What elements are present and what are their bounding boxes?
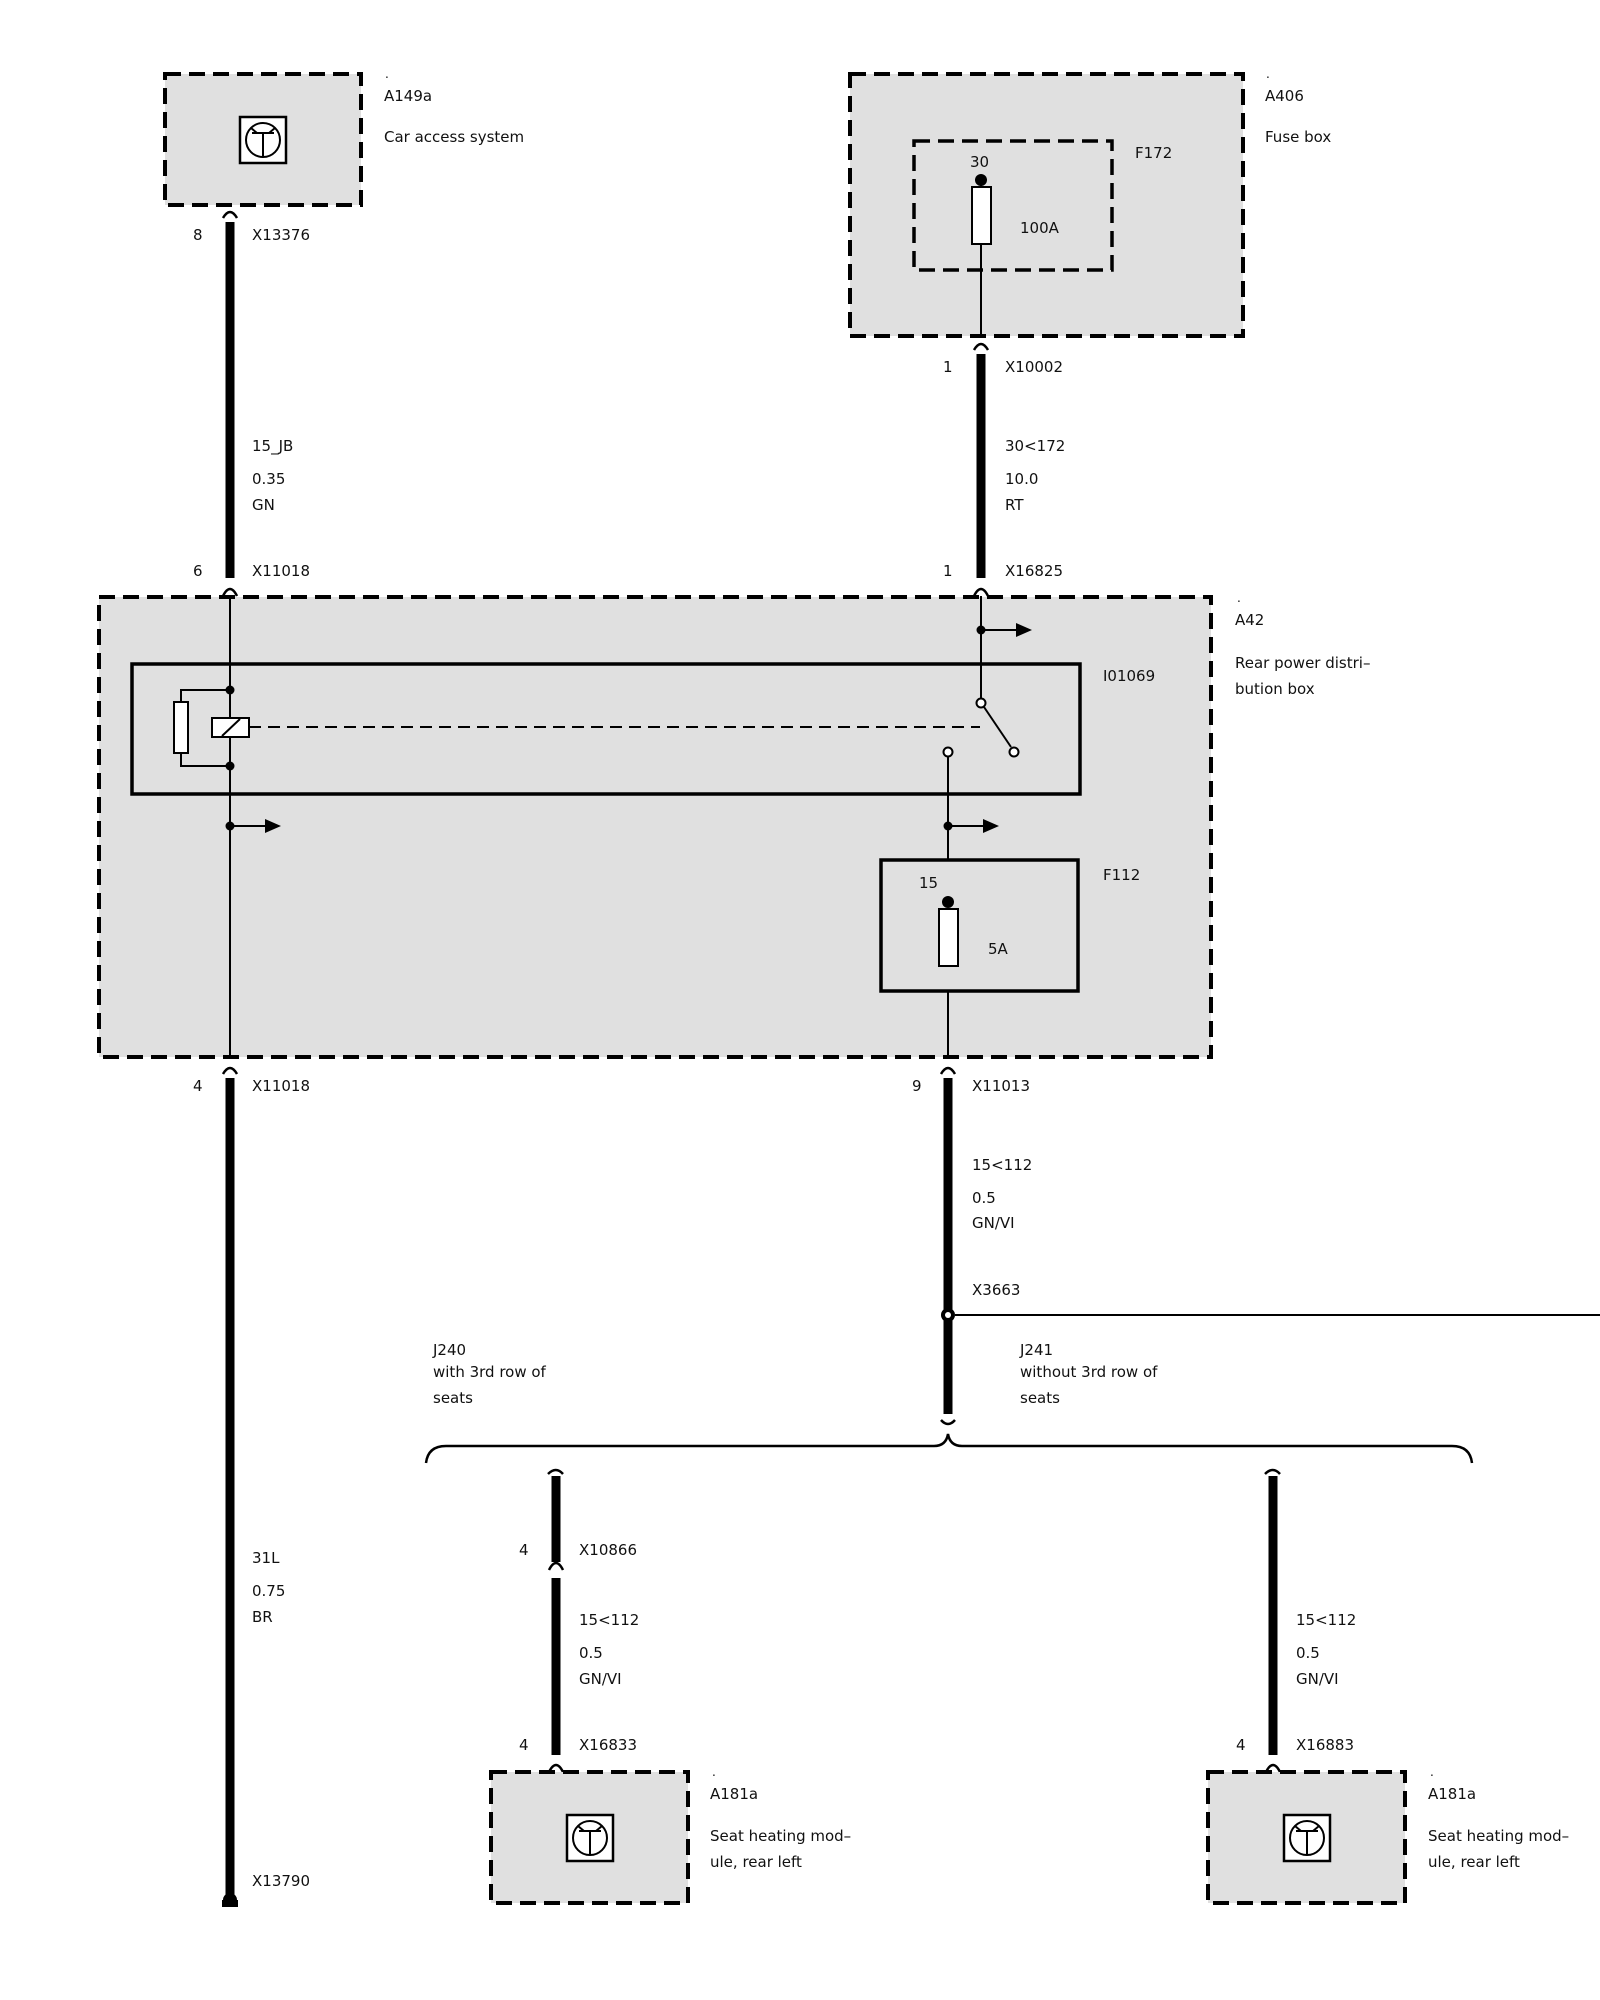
w15-112-left-color: GN/VI [579, 1670, 622, 1688]
a149a-dot: . [385, 67, 389, 81]
a42-desc-line1: Rear power distri– [1235, 654, 1370, 672]
x10002-pin: 1 [943, 358, 953, 376]
x10866-pin: 4 [519, 1541, 529, 1559]
i01069-id: I01069 [1103, 667, 1155, 685]
w15-112-right-color: GN/VI [1296, 1670, 1339, 1688]
a149a-id: A149a [384, 87, 432, 105]
w31l-signal: 31L [252, 1549, 280, 1567]
x16825-id: X16825 [1005, 562, 1063, 580]
a42-id: A42 [1235, 611, 1264, 629]
x11013-id: X11013 [972, 1077, 1030, 1095]
w15-112-right-signal: 15<112 [1296, 1611, 1356, 1629]
a42-dot: . [1237, 591, 1241, 605]
x16883-pin: 4 [1236, 1736, 1246, 1754]
a181a-left-id: A181a [710, 1785, 758, 1803]
x3663-id: X3663 [972, 1281, 1020, 1299]
w15-112-main-gauge: 0.5 [972, 1189, 996, 1207]
a149a-desc: Car access system [384, 128, 524, 146]
relay-switch-icon [942, 596, 1020, 758]
wire-15-112-left: 4 X10866 15<112 0.5 GN/VI 4 X16833 [519, 1468, 639, 1773]
wire-30-172: 1 X10002 30<172 10.0 RT 1 X16825 [943, 342, 1065, 597]
x16833-id: X16833 [579, 1736, 637, 1754]
x13376-id: X13376 [252, 226, 310, 244]
transistor-module-icon [238, 115, 288, 165]
f112-rating: 5A [988, 940, 1009, 958]
x11018-top-pin: 6 [193, 562, 203, 580]
a181a-left-desc-line2: ule, rear left [710, 1853, 802, 1871]
transistor-module-icon [1282, 1813, 1332, 1863]
component-a181a-right: . A181a Seat heating mod– ule, rear left [1206, 1765, 1569, 1905]
f112-id: F112 [1103, 866, 1140, 884]
w15jb-gauge: 0.35 [252, 470, 285, 488]
a181a-left-dot: . [712, 1765, 716, 1779]
arrow-right-icon [948, 819, 999, 833]
a42-desc-line2: bution box [1235, 680, 1315, 698]
relay-coil-icon [173, 689, 250, 767]
j241-id: J241 [1019, 1341, 1053, 1359]
w15-112-main-color: GN/VI [972, 1214, 1015, 1232]
w15-112-right-gauge: 0.5 [1296, 1644, 1320, 1662]
a181a-right-id: A181a [1428, 1785, 1476, 1803]
a181a-right-desc-line1: Seat heating mod– [1428, 1827, 1569, 1845]
a181a-left-desc-line1: Seat heating mod– [710, 1827, 851, 1845]
f172-pin: 30 [970, 153, 989, 171]
x16883-id: X16883 [1296, 1736, 1354, 1754]
j240-line1: with 3rd row of [433, 1363, 547, 1381]
x16825-pin: 1 [943, 562, 953, 580]
component-a181a-left: . A181a Seat heating mod– ule, rear left [489, 1765, 851, 1905]
x10002-id: X10002 [1005, 358, 1063, 376]
wire-31l: 4 X11018 31L 0.75 BR X13790 [193, 1066, 310, 1907]
j240-line2: seats [433, 1389, 473, 1407]
j241-line1: without 3rd row of [1020, 1363, 1158, 1381]
component-a42: I01069 [97, 591, 1370, 1059]
x10866-id: X10866 [579, 1541, 637, 1559]
w31l-gauge: 0.75 [252, 1582, 285, 1600]
arrow-right-icon [981, 623, 1032, 637]
x13376-pin: 8 [193, 226, 203, 244]
w15-112-left-gauge: 0.5 [579, 1644, 603, 1662]
wire-15-112-right: 15<112 0.5 GN/VI 4 X16883 [1236, 1468, 1356, 1773]
w30-172-signal: 30<172 [1005, 437, 1065, 455]
x11018-bottom-id: X11018 [252, 1077, 310, 1095]
transistor-module-icon [565, 1813, 615, 1863]
w15jb-color: GN [252, 496, 275, 514]
j241-line2: seats [1020, 1389, 1060, 1407]
x11013-pin: 9 [912, 1077, 922, 1095]
variant-brace: J240 with 3rd row of seats J241 without … [424, 1341, 1474, 1464]
w15jb-signal: 15_JB [252, 437, 293, 456]
w15-112-left-signal: 15<112 [579, 1611, 639, 1629]
w30-172-gauge: 10.0 [1005, 470, 1038, 488]
a406-id: A406 [1265, 87, 1304, 105]
w31l-color: BR [252, 1608, 273, 1626]
a181a-right-dot: . [1430, 1765, 1434, 1779]
x11018-top-id: X11018 [252, 562, 310, 580]
x13790-id: X13790 [252, 1872, 310, 1890]
a406-desc: Fuse box [1265, 128, 1331, 146]
x11018-bottom-pin: 4 [193, 1077, 203, 1095]
f172-rating: 100A [1020, 219, 1060, 237]
fuse-icon [938, 908, 959, 967]
w30-172-color: RT [1005, 496, 1024, 514]
wire-15-112-main: 9 X11013 15<112 0.5 GN/VI X3663 [912, 1066, 1600, 1426]
a406-dot: . [1266, 67, 1270, 81]
x16833-pin: 4 [519, 1736, 529, 1754]
component-a149a: . A149a Car access system [163, 67, 524, 207]
ground-icon [222, 1893, 238, 1907]
wire-15jb: 8 X13376 15_JB 0.35 GN 6 X11018 [193, 210, 310, 597]
component-a406: 30 100A F172 . A406 Fuse box [848, 67, 1331, 338]
fuse-icon [971, 186, 992, 245]
f172-id: F172 [1135, 144, 1172, 162]
a181a-right-desc-line2: ule, rear left [1428, 1853, 1520, 1871]
w15-112-main-signal: 15<112 [972, 1156, 1032, 1174]
f112-pin: 15 [919, 874, 938, 892]
arrow-right-icon [230, 819, 281, 833]
j240-id: J240 [432, 1341, 466, 1359]
